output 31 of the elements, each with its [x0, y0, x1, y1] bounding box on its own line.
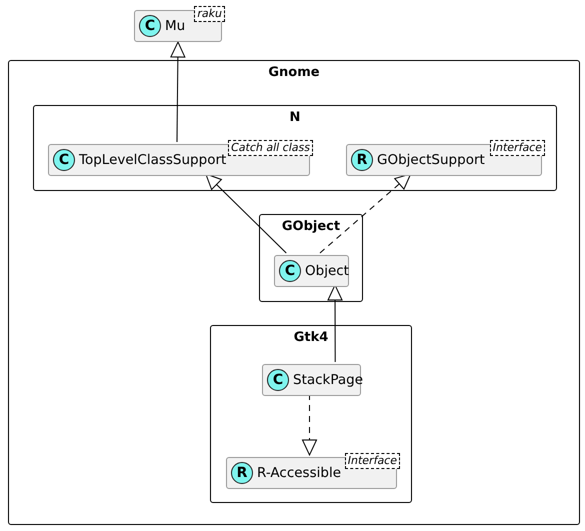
inheritance-arrow: [302, 394, 317, 456]
stereotype-badge: C: [267, 369, 289, 391]
inheritance-arrow: [170, 42, 186, 142]
stereotype-badge: R: [351, 149, 373, 171]
package-frame: [33, 105, 557, 191]
package-title: Gnome: [267, 65, 321, 80]
package-title: GObject: [280, 219, 342, 234]
stereotype-tag: Interface: [490, 140, 545, 156]
class-name: StackPage: [293, 372, 364, 388]
stereotype-tag: Interface: [344, 453, 400, 469]
class-name: Object: [305, 263, 349, 279]
inheritance-arrow: [205, 174, 287, 254]
stereotype-badge: C: [139, 15, 161, 37]
package-title: Gtk4: [292, 330, 330, 345]
class-name: GObjectSupport: [377, 152, 485, 168]
class-name: Mu: [165, 18, 186, 34]
stereotype-tag: Catch all class: [228, 140, 313, 156]
stereotype-badge: C: [279, 260, 301, 282]
class-name: R-Accessible: [257, 465, 341, 481]
class-box: [274, 255, 349, 287]
inheritance-arrow: [320, 174, 412, 254]
package-title: N: [288, 110, 302, 125]
package-frame: [210, 325, 412, 503]
inheritance-arrow: [328, 284, 343, 362]
class-box: [262, 364, 361, 396]
stereotype-badge: R: [231, 462, 253, 484]
stereotype-tag: raku: [194, 6, 225, 22]
class-name: TopLevelClassSupport: [79, 152, 226, 168]
stereotype-badge: C: [53, 149, 75, 171]
package-frame: [259, 214, 363, 302]
package-frame: [8, 60, 580, 525]
